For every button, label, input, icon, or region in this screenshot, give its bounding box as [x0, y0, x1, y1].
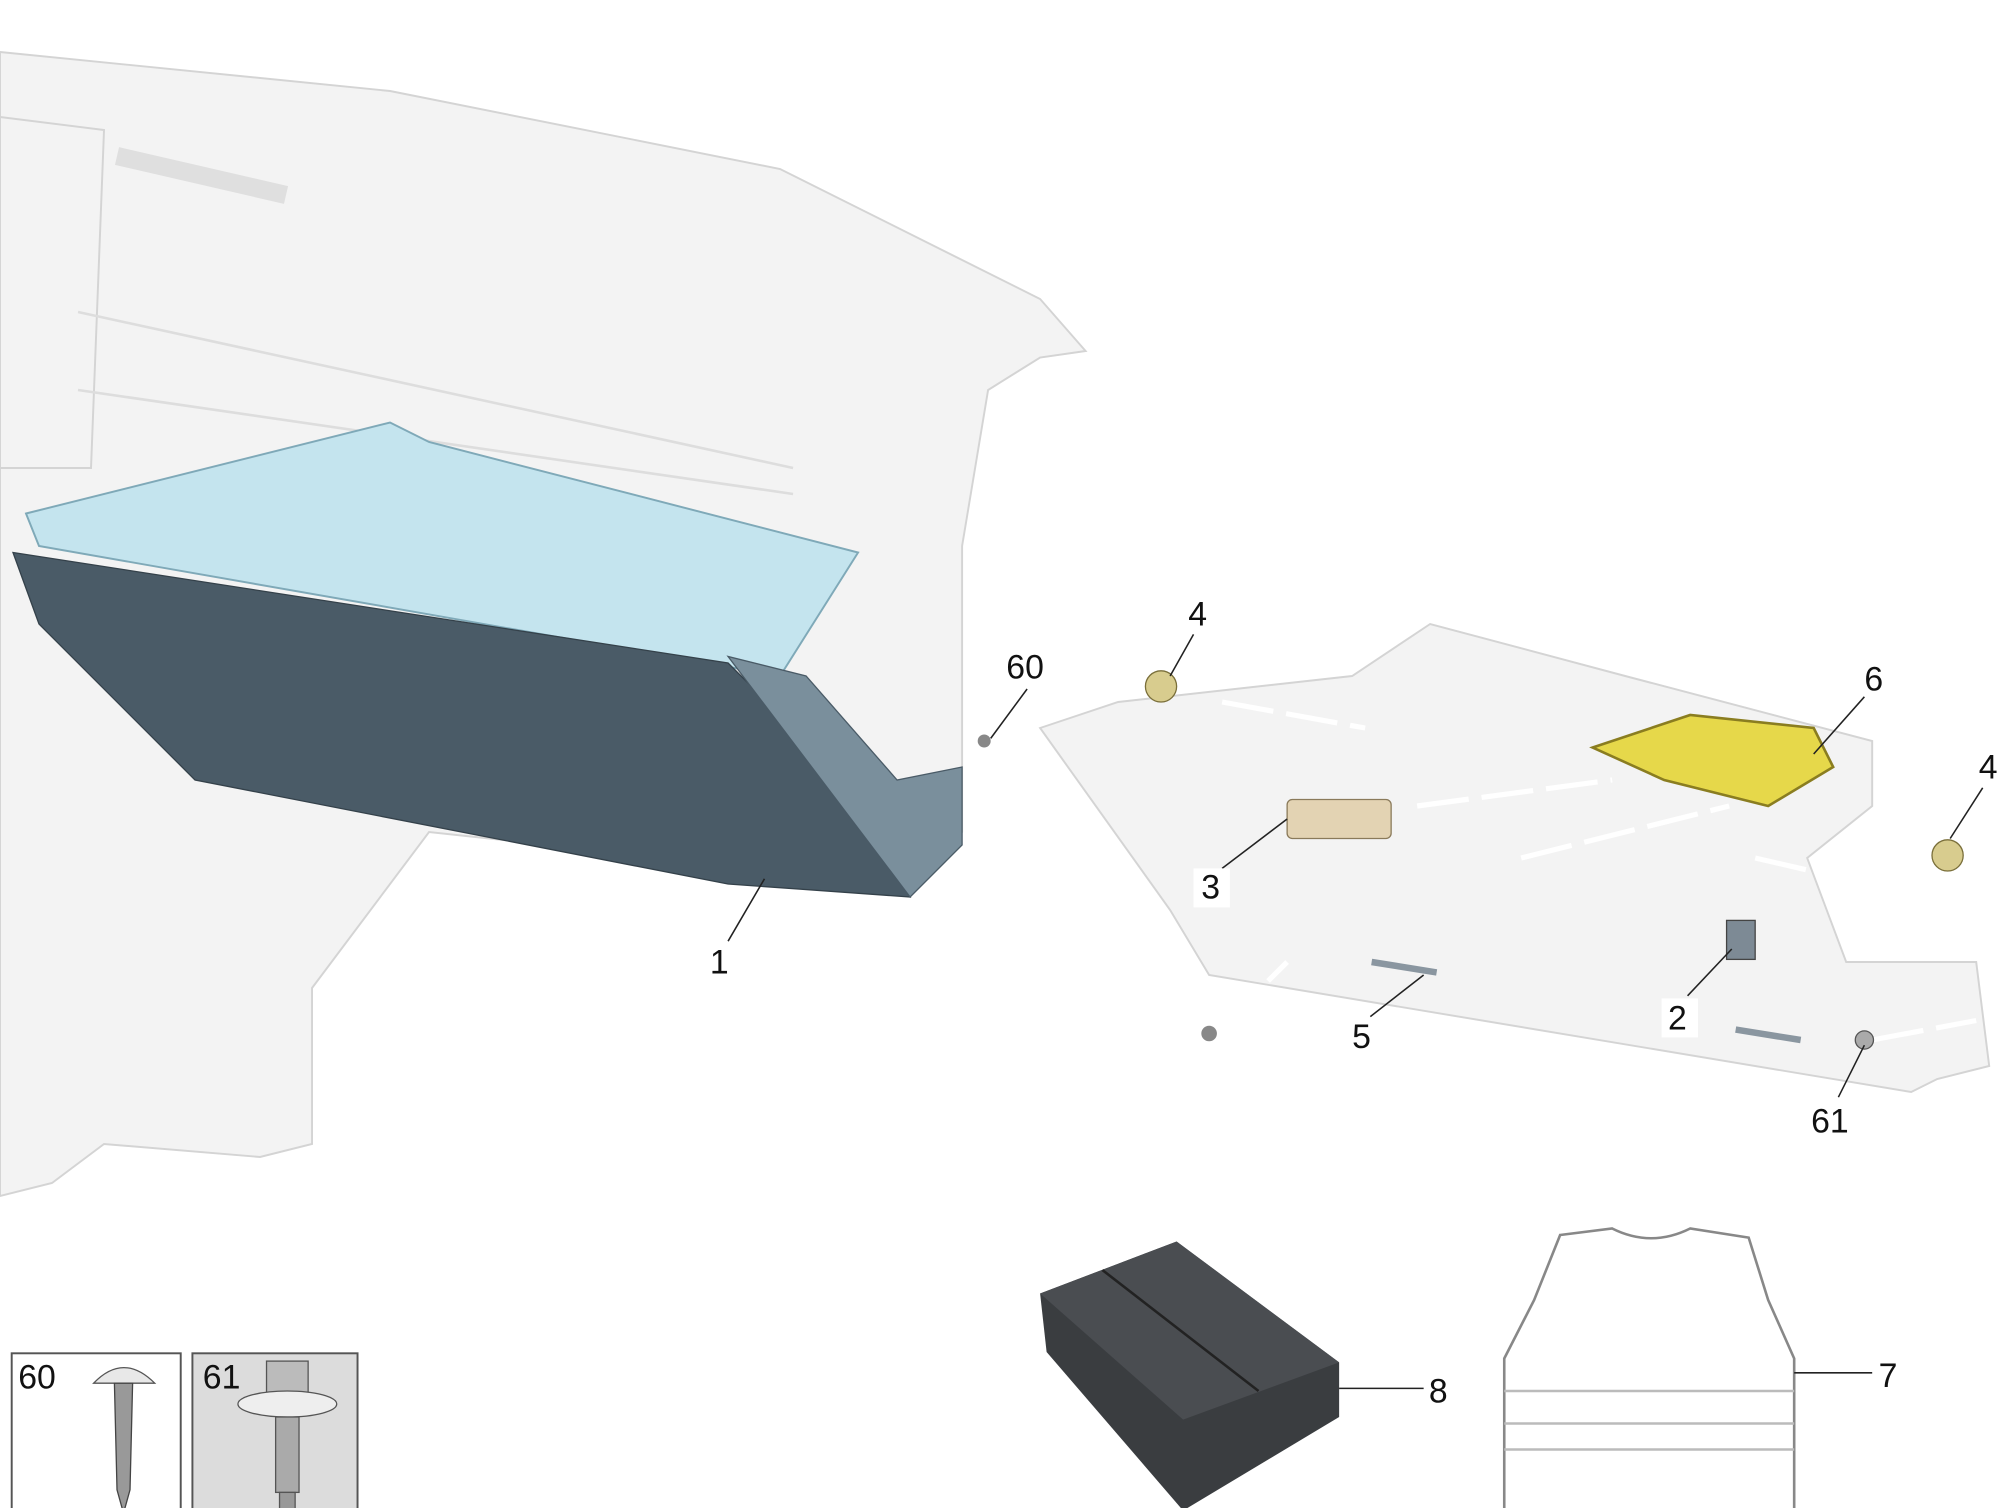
bolt-61: [1854, 1030, 1875, 1050]
callout-5: 5: [1352, 1018, 1371, 1056]
callout-2: 2: [1668, 1000, 1687, 1038]
inset-61-label: 61: [203, 1358, 241, 1396]
inset-60-label: 60: [18, 1358, 56, 1396]
callout-3: 3: [1201, 868, 1220, 906]
glovebox-assembly: [12, 421, 963, 898]
pin-part-5b: [1735, 1026, 1802, 1044]
inset-60: 60: [10, 1352, 182, 1508]
bumper-part-4a: [1144, 670, 1178, 703]
pin-part-5: [1371, 958, 1438, 976]
callout-60: 60: [1006, 649, 1044, 687]
callout-4a: 4: [1188, 595, 1207, 633]
callout-61: 61: [1811, 1102, 1849, 1140]
callout-4b: 4: [1979, 749, 1998, 787]
latch-part-3: [1286, 798, 1392, 840]
inset-61: 61: [191, 1352, 359, 1508]
leader-lines: [727, 634, 1984, 1390]
callout-6: 6: [1864, 660, 1883, 698]
safety-vest-part-7: [1502, 1227, 1796, 1508]
bracket-part-6: [1589, 713, 1835, 808]
callout-1: 1: [710, 944, 729, 982]
screw-icon: [92, 1367, 157, 1508]
callout-8: 8: [1429, 1373, 1448, 1411]
bolt-icon: [237, 1360, 338, 1508]
screw-60: [977, 734, 991, 748]
first-aid-kit-part-8: [1040, 1241, 1340, 1508]
damper-part-2: [1725, 919, 1756, 961]
callout-7: 7: [1879, 1357, 1898, 1395]
bumper-part-4b: [1931, 839, 1964, 872]
glovebox-exploded-ghost: [1038, 622, 1991, 1094]
